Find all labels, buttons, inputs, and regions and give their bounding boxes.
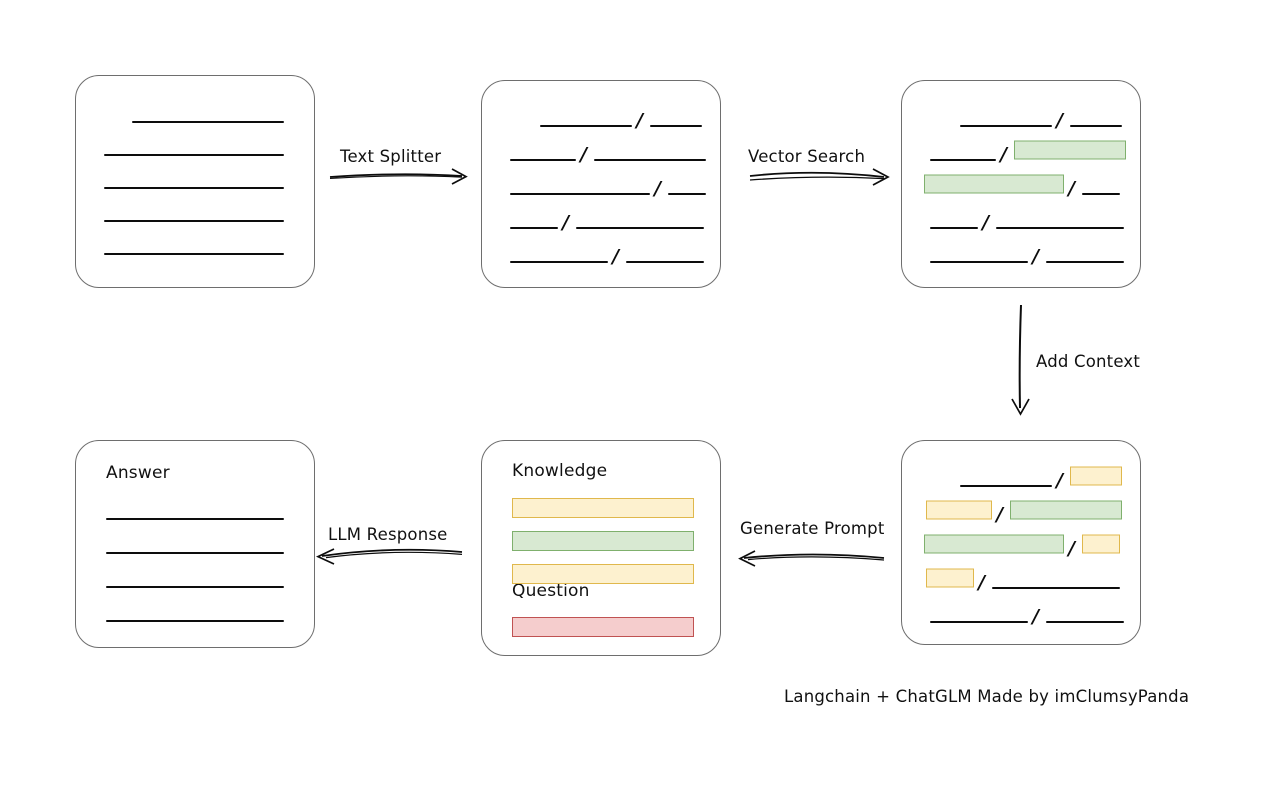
chunk-separator-slash: / [1000,143,1007,166]
split-chunks-box[interactable]: / / / / / [481,80,721,288]
text-line [996,227,1124,229]
chunk-separator-slash: / [1032,245,1039,268]
text-line [540,125,632,127]
text-line [594,159,706,161]
chunk-separator-slash: / [996,503,1003,526]
question-heading: Question [512,581,590,601]
text-line [960,485,1052,487]
highlight-chip-green [1014,140,1126,160]
text-line [510,159,576,161]
text-line [132,121,284,123]
text-line [106,518,284,520]
text-line [1082,193,1120,195]
chunk-separator-slash: / [1056,469,1063,492]
text-line [960,125,1052,127]
matched-chunks-box[interactable]: / / / / / [901,80,1141,288]
chunk-separator-slash: / [580,143,587,166]
text-line [104,187,284,189]
text-line [104,253,284,255]
text-line [104,154,284,156]
footer-credit: Langchain + ChatGLM Made by imClumsyPand… [784,687,1190,706]
text-line [510,193,650,195]
chunk-separator-slash: / [982,211,989,234]
llm-response-arrow [315,548,463,565]
knowledge-bar-3 [512,564,694,584]
knowledge-bar-2 [512,531,694,551]
vector-search-arrow [749,168,890,186]
chunk-separator-slash: / [1068,537,1075,560]
text-line [668,193,706,195]
chunk-separator-slash: / [636,109,643,132]
context-chunks-box[interactable]: / / / / / [901,440,1141,645]
highlight-chip-yellow [926,568,974,588]
highlight-chip-yellow [926,500,992,520]
text-line [930,227,978,229]
add-context-arrow [1011,304,1030,416]
text-line [106,586,284,588]
text-line [1070,125,1122,127]
chunk-separator-slash: / [978,571,985,594]
highlight-chip-yellow [1082,534,1120,554]
question-bar [512,617,694,637]
chunk-separator-slash: / [1032,605,1039,628]
chunk-separator-slash: / [1056,109,1063,132]
highlight-chip-green [924,534,1064,554]
highlight-chip-yellow [1070,466,1122,486]
chunk-separator-slash: / [1068,177,1075,200]
edge-label-llm-response: LLM Response [328,525,448,544]
text-splitter-arrow [329,168,468,185]
text-line [510,261,608,263]
highlight-chip-green [1010,500,1122,520]
text-line [930,261,1028,263]
text-line [106,620,284,622]
answer-heading: Answer [106,463,170,483]
edge-label-add-context: Add Context [1036,352,1141,371]
text-line [930,159,996,161]
text-line [576,227,704,229]
edge-label-text-splitter: Text Splitter [340,147,442,166]
text-line [510,227,558,229]
text-line [650,125,702,127]
knowledge-bar-1 [512,498,694,518]
chunk-separator-slash: / [654,177,661,200]
answer-box[interactable]: Answer [75,440,315,648]
text-line [626,261,704,263]
text-line [1046,261,1124,263]
text-line [106,552,284,554]
chunk-separator-slash: / [562,211,569,234]
source-document-box[interactable] [75,75,315,288]
text-line [992,587,1120,589]
generate-prompt-arrow [738,550,885,567]
text-line [930,621,1028,623]
edge-label-vector-search: Vector Search [748,147,866,166]
highlight-chip-green [924,174,1064,194]
text-line [1046,621,1124,623]
text-line [104,220,284,222]
knowledge-heading: Knowledge [512,461,608,481]
chunk-separator-slash: / [612,245,619,268]
edge-label-generate-prompt: Generate Prompt [740,519,885,538]
